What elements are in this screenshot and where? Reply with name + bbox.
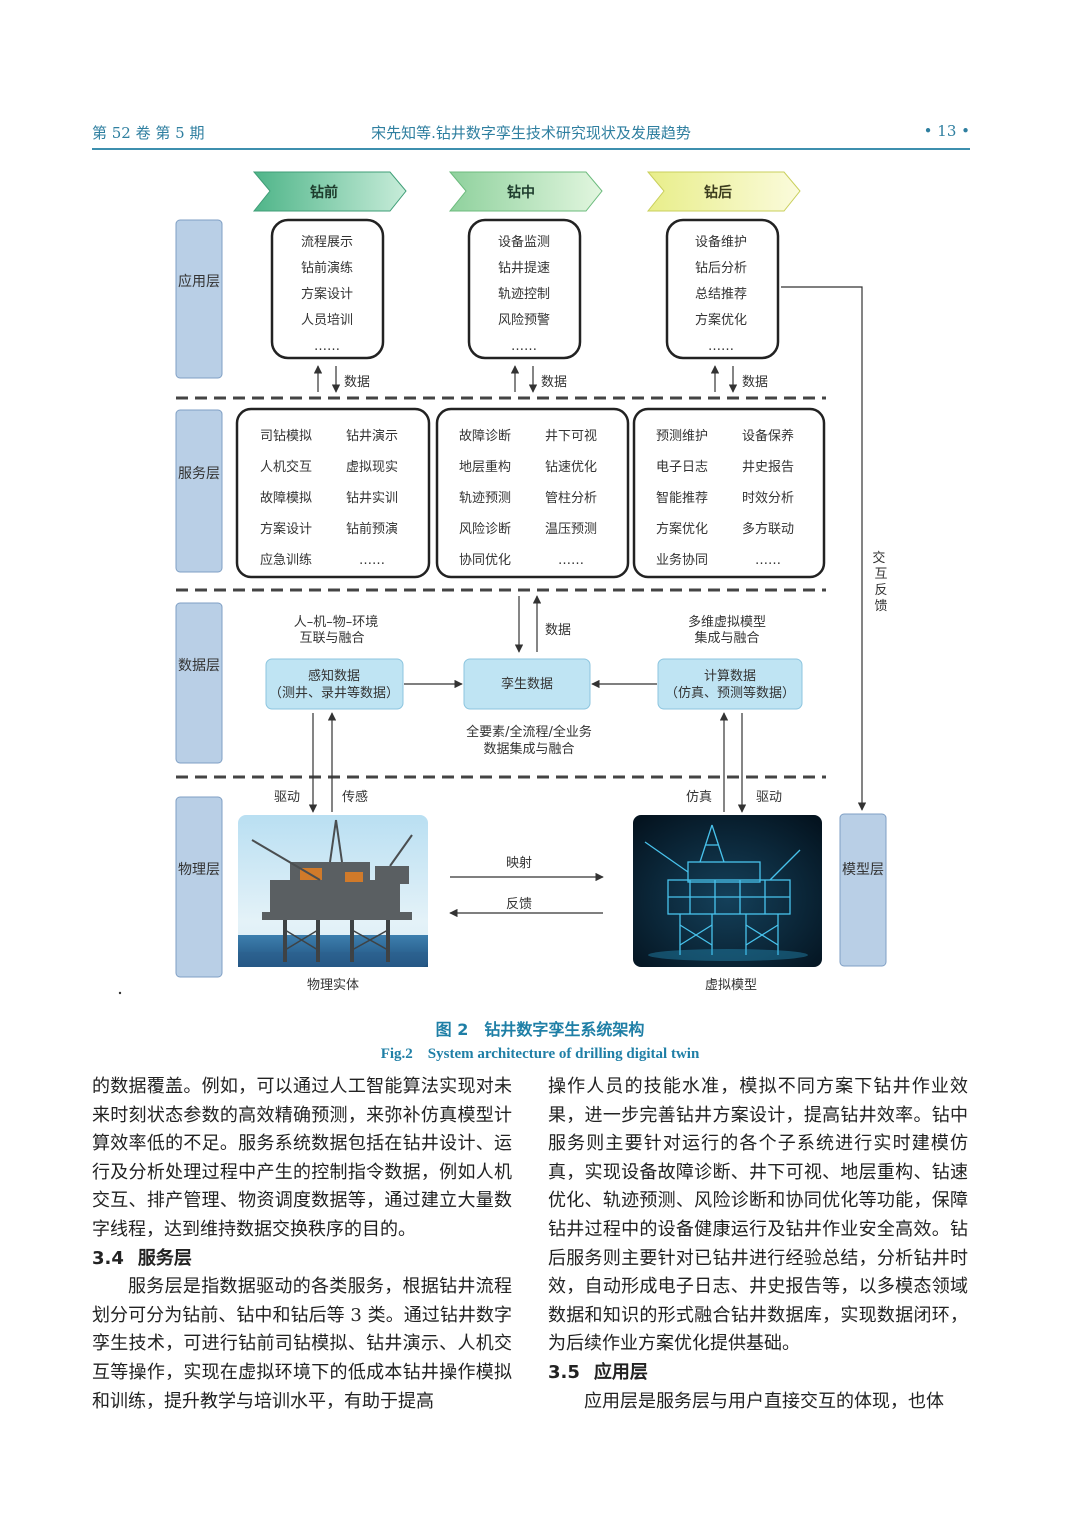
app-item: 轨迹控制 (498, 287, 550, 302)
figure-caption-en: Fig.2 System architecture of drilling di… (380, 1046, 700, 1062)
service-item: …… (558, 553, 584, 568)
service-item: 轨迹预测 (459, 491, 511, 506)
arrow-label-data-2: 数据 (541, 375, 567, 390)
drive-label-2: 驱动 (756, 790, 782, 805)
service-item: 多方联动 (742, 521, 794, 537)
stage-label-post: 钻后 (704, 184, 732, 201)
app-item: 流程展示 (301, 235, 353, 250)
service-item: 井下可视 (545, 429, 597, 444)
service-item: 风险诊断 (459, 522, 511, 537)
stage-label-pre: 钻前 (310, 184, 338, 201)
article-title: 宋先知等.钻井数字孪生技术研究现状及发展趋势 (371, 124, 691, 142)
stage-chevron-pre: 钻前 (252, 171, 407, 212)
service-item: …… (359, 553, 385, 568)
stage-chevron-post: 钻后 (646, 171, 801, 212)
service-item: 钻井实训 (346, 491, 398, 506)
arrow-label-data-3: 数据 (742, 375, 768, 390)
service-item: 温压预测 (545, 522, 597, 537)
service-item: …… (755, 553, 781, 568)
service-item: 钻井演示 (346, 428, 398, 444)
paragraph: 的数据覆盖。例如，可以通过人工智能算法实现对未来时刻状态参数的高效精确预测，来弥… (92, 1076, 512, 1240)
service-item: 人机交互 (260, 459, 312, 475)
figure-caption-cn: 图 2 钻井数字孪生系统架构 (435, 1020, 645, 1039)
service-item: 时效分析 (742, 491, 794, 506)
service-item: 管柱分析 (545, 491, 597, 506)
app-item: 风险预警 (498, 312, 550, 328)
service-item: 协同优化 (459, 553, 511, 568)
service-item: 应急训练 (260, 552, 312, 568)
virtual-model-label: 虚拟模型 (705, 978, 757, 993)
text-column-left: 的数据覆盖。例如，可以通过人工智能算法实现对未来时刻状态参数的高效精确预测，来弥… (92, 1073, 512, 1416)
drive-label-1: 驱动 (274, 790, 300, 805)
layer-label-physical: 物理层 (178, 862, 220, 878)
physical-entity-label: 物理实体 (307, 978, 359, 993)
running-header: 第 52 卷 第 5 期 宋先知等.钻井数字孪生技术研究现状及发展趋势 • 13… (92, 122, 970, 150)
paragraph: 应用层是服务层与用户直接交互的体现，也体 (584, 1390, 944, 1412)
app-item: 钻井提速 (498, 260, 550, 276)
paragraph: 操作人员的技能水准，模拟不同方案下钻井作业效果，进一步完善钻井方案设计，提高钻井… (548, 1076, 968, 1355)
paragraph: 服务层是指数据驱动的各类服务，根据钻井流程划分可分为钻前、钻中和钻后等 3 类。… (92, 1276, 512, 1412)
sense-label: 传感 (342, 789, 368, 805)
service-item: 虚拟现实 (346, 460, 398, 475)
calc-data-box: 计算数据（仿真、预测等数据） (665, 669, 795, 701)
arrow-label-data-4: 数据 (545, 623, 571, 638)
app-item: …… (708, 339, 734, 354)
layer-label-app: 应用层 (178, 273, 220, 290)
app-item: 钻后分析 (695, 261, 747, 276)
app-item: 方案优化 (695, 312, 747, 328)
physical-entity-image (238, 815, 428, 967)
service-item: 故障模拟 (260, 491, 312, 506)
integration-label: 全要素/全流程/全业务数据集成与融合 (466, 724, 592, 757)
service-item: 井史报告 (742, 460, 794, 475)
feedback-label: 反馈 (506, 897, 532, 912)
service-item: 电子日志 (656, 460, 708, 475)
service-item: 方案设计 (260, 521, 312, 537)
architecture-figure: 钻前 钻中 钻后 应用层 服务层 数据层 物理层 模型层 流程展示钻前演练方案设… (118, 171, 889, 995)
simulate-label: 仿真 (686, 790, 712, 805)
text-column-right: 操作人员的技能水准，模拟不同方案下钻井作业效果，进一步完善钻井方案设计，提高钻井… (548, 1073, 968, 1416)
layer-label-model: 模型层 (842, 862, 884, 878)
service-item: 故障诊断 (459, 429, 511, 444)
journal-volume: 第 52 卷 第 5 期 (92, 124, 205, 142)
layer-label-service: 服务层 (178, 466, 220, 482)
service-item: 地层重构 (459, 459, 511, 475)
virtual-model-image (633, 815, 822, 967)
twin-data-box: 孪生数据 (501, 676, 553, 692)
sense-fusion-title: 人–机–物–环境互联与融合 (294, 615, 379, 646)
page-number: • 13 • (923, 122, 970, 140)
layer-label-data: 数据层 (178, 658, 220, 674)
service-item: 司钻模拟 (260, 429, 312, 444)
stage-label-during: 钻中 (507, 184, 535, 201)
arrow-label-data-1: 数据 (344, 375, 370, 390)
app-item: 钻前演练 (301, 260, 353, 276)
service-item: 钻前预演 (346, 521, 398, 537)
app-item: …… (314, 339, 340, 354)
app-item: 设备监测 (498, 234, 550, 250)
app-item: …… (511, 339, 537, 354)
service-item: 智能推荐 (656, 491, 708, 506)
app-item: 方案设计 (301, 286, 353, 302)
mapping-label: 映射 (506, 855, 532, 871)
app-item: 总结推荐 (695, 287, 747, 302)
service-item: 方案优化 (656, 521, 708, 537)
interaction-feedback-label: 交 互反馈 (872, 550, 889, 614)
service-item: 预测维护 (656, 429, 708, 444)
sense-data-box: 感知数据（测井、录井等数据） (269, 668, 399, 701)
service-item: 设备保养 (742, 428, 794, 444)
app-item: 设备维护 (695, 234, 747, 250)
stage-chevron-during: 钻中 (448, 171, 603, 212)
service-item: 业务协同 (656, 552, 708, 568)
calc-fusion-title: 多维虚拟模型集成与融合 (688, 614, 766, 646)
app-item: 人员培训 (301, 312, 353, 328)
service-item: 钻速优化 (545, 460, 597, 475)
